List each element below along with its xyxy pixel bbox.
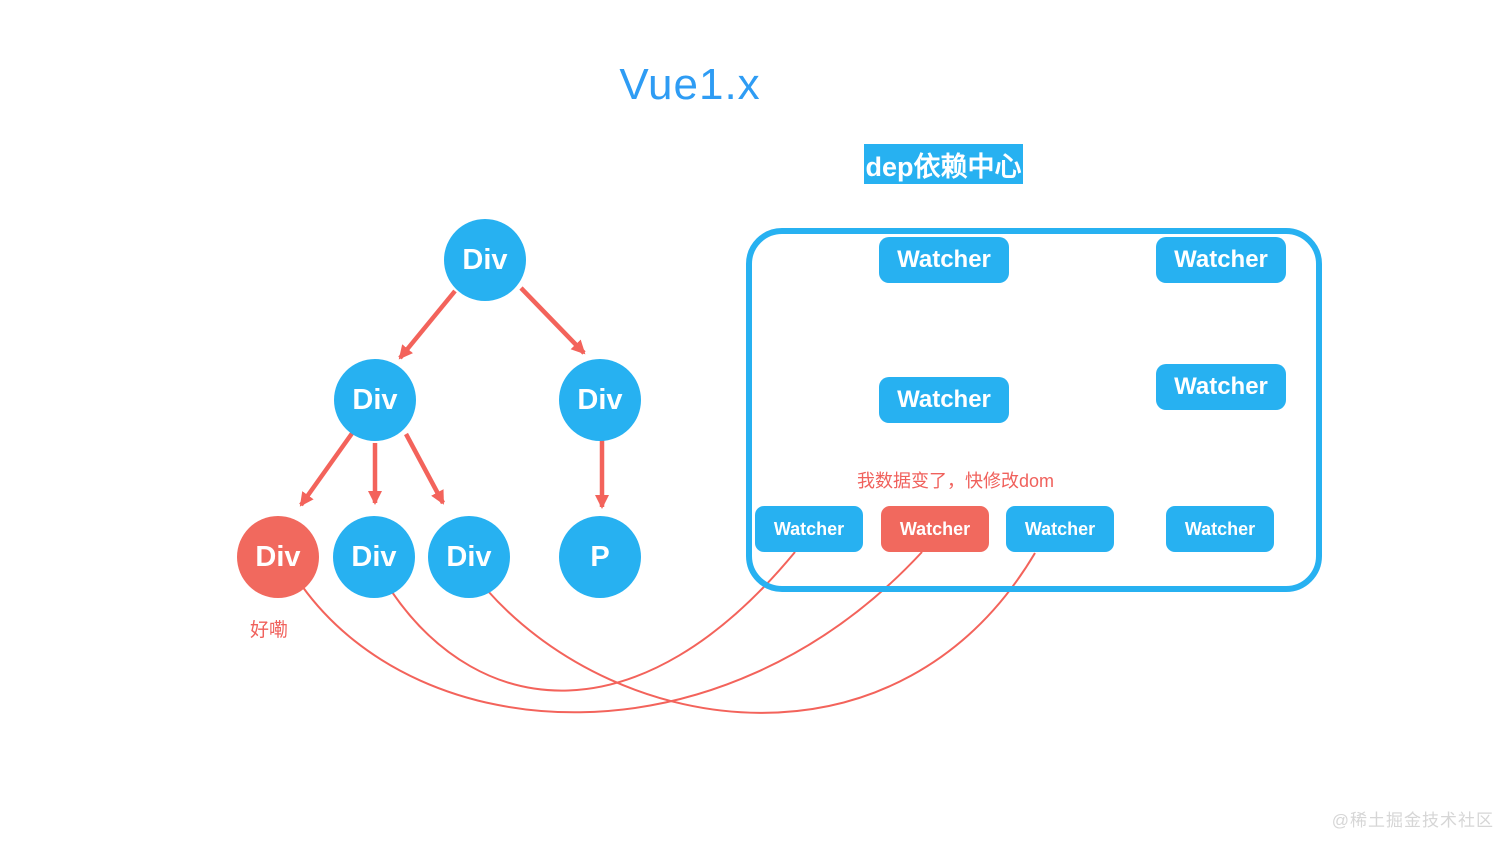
watcher-label: Watcher [1174, 373, 1268, 400]
dep-curve-leaf1-watcher [301, 551, 923, 714]
tree-node-leaf-2: Div [333, 516, 415, 598]
watcher-label: Watcher [1184, 518, 1256, 539]
tree-node-label: Div [577, 383, 623, 416]
tree-node-label: P [590, 540, 610, 573]
dep-center-label: dep依赖中心 [864, 144, 1023, 184]
edge-root-left [398, 289, 457, 360]
watcher-box-small-1: Watcher [755, 506, 863, 552]
watcher-label: Watcher [1024, 518, 1096, 539]
watcher-box-large-3: Watcher [879, 377, 1009, 423]
tree-node-left: Div [334, 359, 416, 441]
watcher-label: Watcher [899, 518, 971, 539]
dep-curve-leaf2-watcher [391, 551, 796, 692]
edge-left-leaf1 [299, 430, 355, 507]
tree-node-leaf-3: Div [428, 516, 510, 598]
tree-node-leaf-1-changed: Div [237, 516, 319, 598]
edge-root-right [519, 286, 586, 355]
watcher-box-small-4: Watcher [1166, 506, 1274, 552]
page-title: Vue1.x [619, 60, 761, 109]
tree-node-label: Div [351, 540, 397, 573]
watcher-box-small-3: Watcher [1006, 506, 1114, 552]
watcher-label: Watcher [1174, 246, 1268, 273]
watcher-label: Watcher [897, 386, 991, 413]
tree-node-label: Div [446, 540, 492, 573]
tree-node-label: Div [462, 243, 508, 276]
watcher-box-large-4: Watcher [1156, 364, 1286, 410]
node-note: 好嘞 [250, 620, 289, 641]
tree-node-label: Div [255, 540, 301, 573]
tree-node-leaf-4: P [559, 516, 641, 598]
dep-center-box [746, 228, 1322, 592]
speech-text: 我数据变了，快修改dom [857, 471, 1055, 491]
tree-node-label: Div [352, 383, 398, 416]
watermark: @稀土掘金技术社区 [1331, 811, 1494, 830]
watcher-box-large-2: Watcher [1156, 237, 1286, 283]
dep-curve-leaf3-watcher [486, 552, 1036, 714]
watcher-box-small-2-active: Watcher [881, 506, 989, 552]
tree-node-root: Div [444, 219, 526, 301]
watcher-label: Watcher [773, 518, 845, 539]
tree-node-right: Div [559, 359, 641, 441]
edge-left-leaf3 [404, 432, 445, 505]
watcher-box-large-1: Watcher [879, 237, 1009, 283]
watcher-label: Watcher [897, 246, 991, 273]
